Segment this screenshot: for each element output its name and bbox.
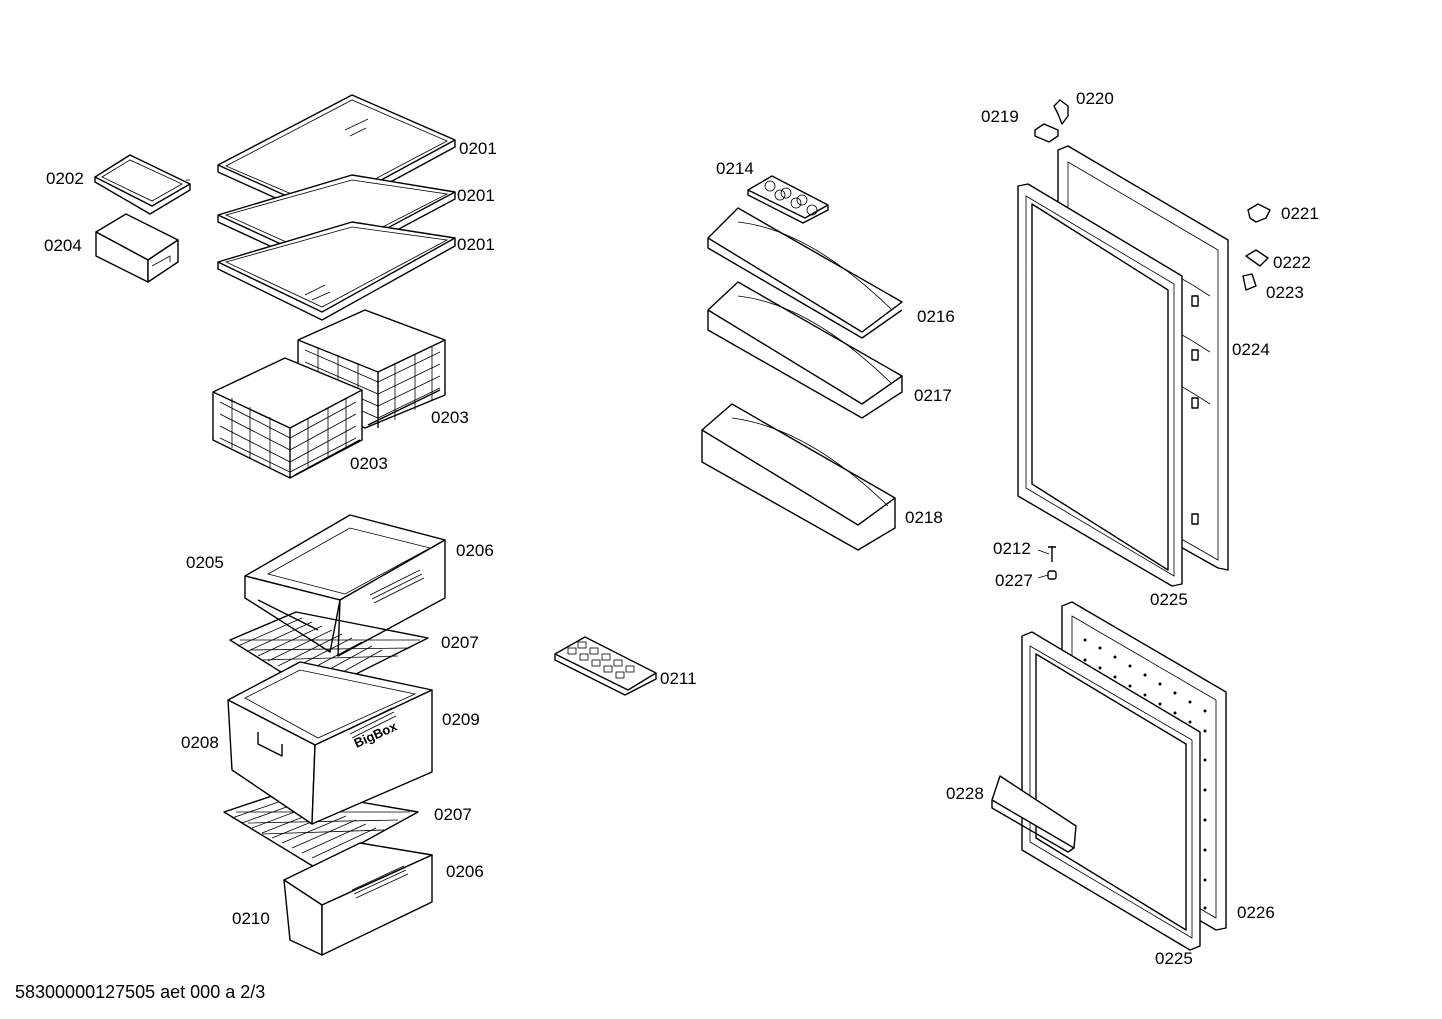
label-0216: 0216 — [917, 307, 955, 326]
small-box — [95, 213, 179, 283]
label-0201-bottom: 0201 — [457, 235, 495, 254]
part-0222 — [1245, 249, 1269, 267]
label-0207-upper: 0207 — [441, 633, 479, 652]
lower-door-gasket — [1021, 631, 1201, 951]
label-0206-bottom: 0206 — [446, 862, 484, 881]
label-0214: 0214 — [716, 159, 754, 178]
hinge-0220 — [1053, 99, 1069, 125]
label-0201-middle: 0201 — [457, 186, 495, 205]
freezer-flap — [991, 775, 1077, 853]
label-0211: 0211 — [660, 669, 697, 688]
label-0205: 0205 — [186, 553, 224, 572]
label-0202: 0202 — [46, 169, 84, 188]
label-0209: 0209 — [442, 710, 480, 729]
plug-0227 — [1047, 570, 1057, 580]
label-0203-rear: 0203 — [431, 408, 469, 427]
label-0201-top: 0201 — [459, 139, 497, 158]
hinge-0219 — [1034, 123, 1059, 143]
label-0221: 0221 — [1281, 204, 1319, 223]
label-0219: 0219 — [981, 107, 1019, 126]
leader-lines — [186, 179, 1050, 579]
glass-shelf-bottom — [217, 221, 456, 321]
label-0223: 0223 — [1266, 283, 1304, 302]
label-0224: 0224 — [1232, 340, 1270, 359]
label-0212: 0212 — [993, 539, 1031, 558]
label-0204: 0204 — [44, 236, 82, 255]
label-0208: 0208 — [181, 733, 219, 752]
door-bin-lower — [701, 403, 896, 551]
drawer-bottom — [283, 842, 433, 956]
wire-basket-front — [212, 357, 363, 479]
part-0221 — [1247, 203, 1271, 223]
small-shelf — [94, 154, 191, 215]
ice-cube-tray — [554, 636, 657, 696]
label-0225-upper: 0225 — [1150, 590, 1188, 609]
label-0225-lower: 0225 — [1155, 949, 1193, 968]
drawing-number: 58300000127505 aet 000 a 2/3 — [15, 982, 266, 1002]
label-0220: 0220 — [1076, 89, 1114, 108]
upper-door-gasket — [1017, 183, 1183, 587]
label-0206-top: 0206 — [456, 541, 494, 560]
label-0210: 0210 — [232, 909, 270, 928]
screw-0212 — [1048, 546, 1056, 562]
label-0226: 0226 — [1237, 903, 1275, 922]
label-0207-lower: 0207 — [434, 805, 472, 824]
part-0223 — [1242, 273, 1257, 291]
label-0227: 0227 — [995, 571, 1033, 590]
egg-tray — [747, 175, 829, 224]
door-bin-middle — [707, 281, 903, 419]
label-0203-front: 0203 — [350, 454, 388, 473]
label-0228: 0228 — [946, 784, 984, 803]
label-0217: 0217 — [914, 386, 952, 405]
label-0218: 0218 — [905, 508, 943, 527]
door-bin-upper — [707, 207, 903, 339]
label-0222: 0222 — [1273, 253, 1311, 272]
bigbox-drawer — [227, 661, 433, 825]
